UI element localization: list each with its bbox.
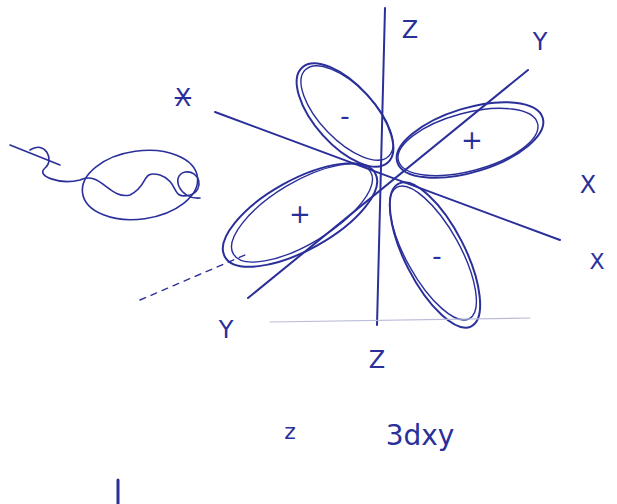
orbital-caption: 3dxy: [386, 422, 455, 450]
axis-label: Z: [402, 18, 418, 42]
axis-label: X: [175, 86, 191, 110]
sign-label: -: [432, 243, 441, 269]
x-axis: [215, 112, 560, 240]
axis-label: Z: [369, 348, 385, 372]
axis-label: z: [284, 421, 296, 443]
axis-label: Y: [533, 30, 548, 54]
dashed-line: [140, 255, 245, 300]
sign-label: +: [289, 201, 311, 227]
scribble: [10, 143, 202, 226]
faint-line: [270, 318, 530, 322]
sign-label: +: [461, 127, 483, 153]
pen-mark: [117, 480, 120, 504]
axis-label: X: [589, 251, 604, 273]
orbital-lobes: [208, 47, 552, 340]
sign-label: -: [340, 103, 349, 129]
axis-label: X: [580, 173, 596, 197]
axis-label: Y: [219, 318, 234, 342]
